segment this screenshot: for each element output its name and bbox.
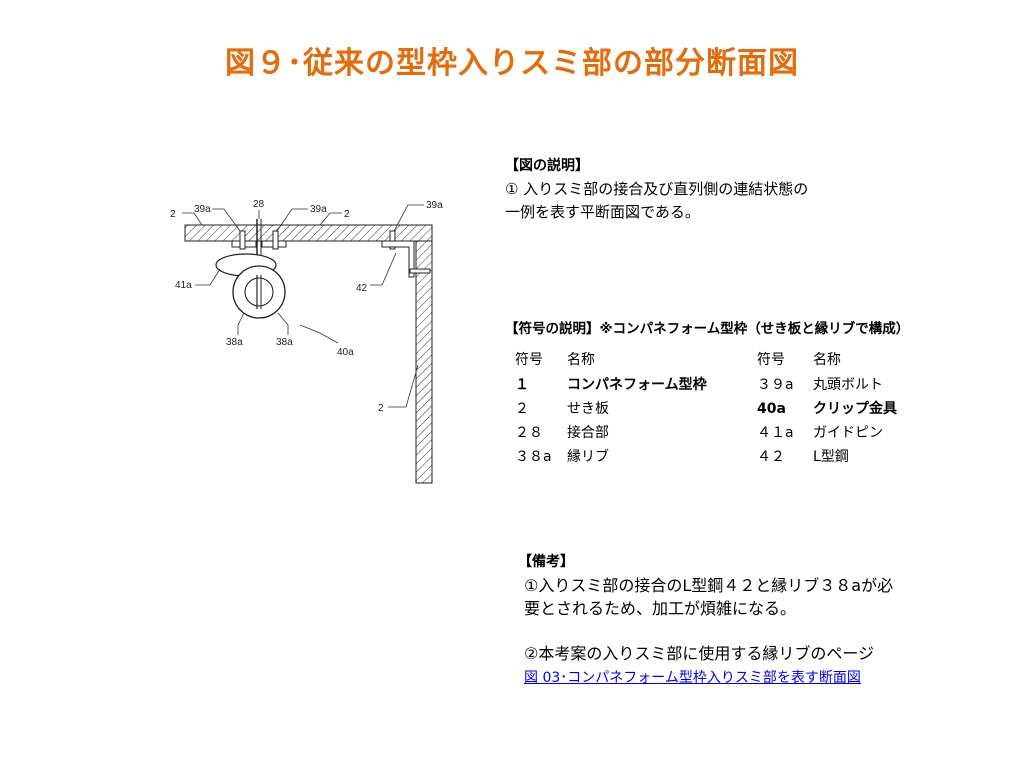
symbols-section: 【符号の説明】※コンパネフォーム型枠（せき板と縁リブで構成） 符号 名称 符号 … <box>505 318 923 469</box>
symbols-table: 符号 名称 符号 名称 １ コンパネフォーム型枠 ３９a 丸頭ボルト ２ せき板… <box>515 348 923 469</box>
table-cell: ４２ <box>757 448 785 465</box>
notes-section: 【備考】 ①入りスミ部の接合のL型鋼４２と縁リブ３８aが必 要とされるため、加工… <box>518 551 893 690</box>
table-cell: 縁リブ <box>567 448 609 465</box>
svg-text:38a: 38a <box>276 337 293 348</box>
svg-text:28: 28 <box>253 199 265 210</box>
header-cell: 名称 <box>567 352 595 368</box>
header-cell: 名称 <box>813 352 841 368</box>
board-horizontal <box>184 224 433 242</box>
svg-text:39a: 39a <box>310 204 327 215</box>
table-cell: ３８a <box>515 448 552 465</box>
table-row: ３８a 縁リブ ４２ L型鋼 <box>515 445 923 469</box>
table-cell: ４１a <box>757 424 794 441</box>
svg-text:39a: 39a <box>426 200 443 211</box>
header-cell: 符号 <box>515 352 543 368</box>
description-line: 一例を表す平断面図である。 <box>505 203 700 221</box>
note-line: ②本考案の入りスミ部に使用する縁リブのページ <box>524 644 875 663</box>
table-cell: 40a <box>757 400 786 417</box>
svg-text:39a: 39a <box>194 204 211 215</box>
svg-text:40a: 40a <box>337 347 354 358</box>
l-angle-steel <box>381 240 415 278</box>
table-cell: クリップ金具 <box>813 400 897 417</box>
table-cell: ２８ <box>515 424 543 441</box>
table-cell: 丸頭ボルト <box>813 376 883 393</box>
symbols-heading: 【符号の説明】※コンパネフォーム型枠（せき板と縁リブで構成） <box>505 321 910 337</box>
table-cell: せき板 <box>567 400 609 417</box>
header-cell: 符号 <box>757 352 785 368</box>
bolt-icon <box>239 230 246 250</box>
table-cell: ガイドピン <box>813 424 883 441</box>
table-row: ２８ 接合部 ４１a ガイドピン <box>515 421 923 445</box>
cross-section-diagram: 2 39a 28 39a 2 39a 41a 42 38a 38a 40a 2 <box>170 199 443 484</box>
table-header-row: 符号 名称 符号 名称 <box>515 348 923 373</box>
table-row: ２ せき板 40a クリップ金具 <box>515 397 923 421</box>
description-line: ① 入りスミ部の接合及び直列側の連結状態の <box>505 180 809 198</box>
svg-text:2: 2 <box>378 403 384 414</box>
svg-text:42: 42 <box>356 283 368 294</box>
table-cell: L型鋼 <box>813 448 849 465</box>
bolt-icon <box>272 230 279 250</box>
description-heading: 【図の説明】 <box>505 158 589 174</box>
table-cell: ３９a <box>757 376 794 393</box>
bolt-icon <box>389 230 396 250</box>
page-title: 図９･従来の型枠入りスミ部の部分断面図 <box>225 46 799 81</box>
description-section: 【図の説明】 ① 入りスミ部の接合及び直列側の連結状態の 一例を表す平断面図であ… <box>505 155 808 224</box>
note-line: ①入りスミ部の接合のL型鋼４２と縁リブ３８aが必 <box>524 576 894 595</box>
svg-text:2: 2 <box>170 209 176 220</box>
note-line: 要とされるため、加工が煩雑になる。 <box>524 599 797 618</box>
svg-text:38a: 38a <box>226 337 243 348</box>
figure-03-link[interactable]: 図 03･コンパネフォーム型枠入りスミ部を表す断面図 <box>524 670 861 686</box>
table-cell: 接合部 <box>567 424 609 441</box>
svg-text:41a: 41a <box>175 280 192 291</box>
table-cell: １ <box>515 376 529 393</box>
svg-text:2: 2 <box>344 209 350 220</box>
table-cell: ２ <box>515 400 529 417</box>
table-row: １ コンパネフォーム型枠 ３９a 丸頭ボルト <box>515 373 923 397</box>
notes-heading: 【備考】 <box>518 554 574 570</box>
table-cell: コンパネフォーム型枠 <box>567 376 707 393</box>
board-vertical <box>415 240 433 484</box>
